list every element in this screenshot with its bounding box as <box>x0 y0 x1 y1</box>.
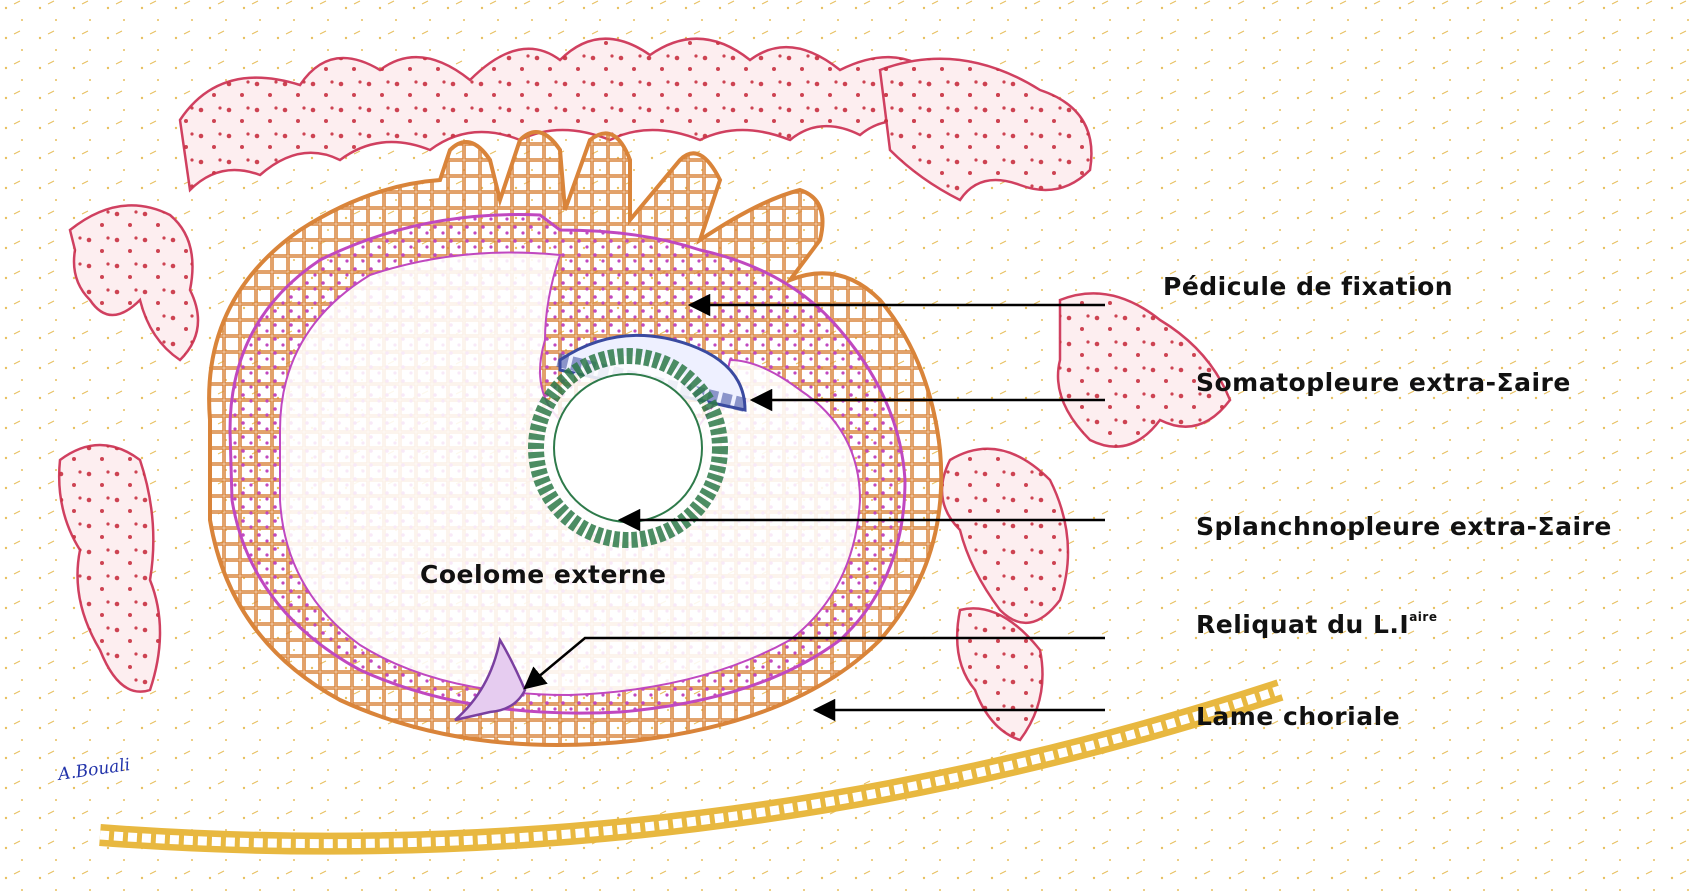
label-reliquat-text: Reliquat du L.I <box>1196 610 1409 639</box>
label-pedicule: Pédicule de fixation <box>1163 272 1453 301</box>
label-reliquat: Reliquat du L.Iaire <box>1196 610 1437 639</box>
label-somatopleure: Somatopleure extra-Σaire <box>1196 368 1571 397</box>
label-lame-choriale: Lame choriale <box>1196 702 1400 731</box>
label-reliquat-sup: aire <box>1409 610 1437 624</box>
label-splanchnopleure: Splanchnopleure extra-Σaire <box>1196 512 1612 541</box>
label-coelome: Coelome externe <box>420 560 667 589</box>
